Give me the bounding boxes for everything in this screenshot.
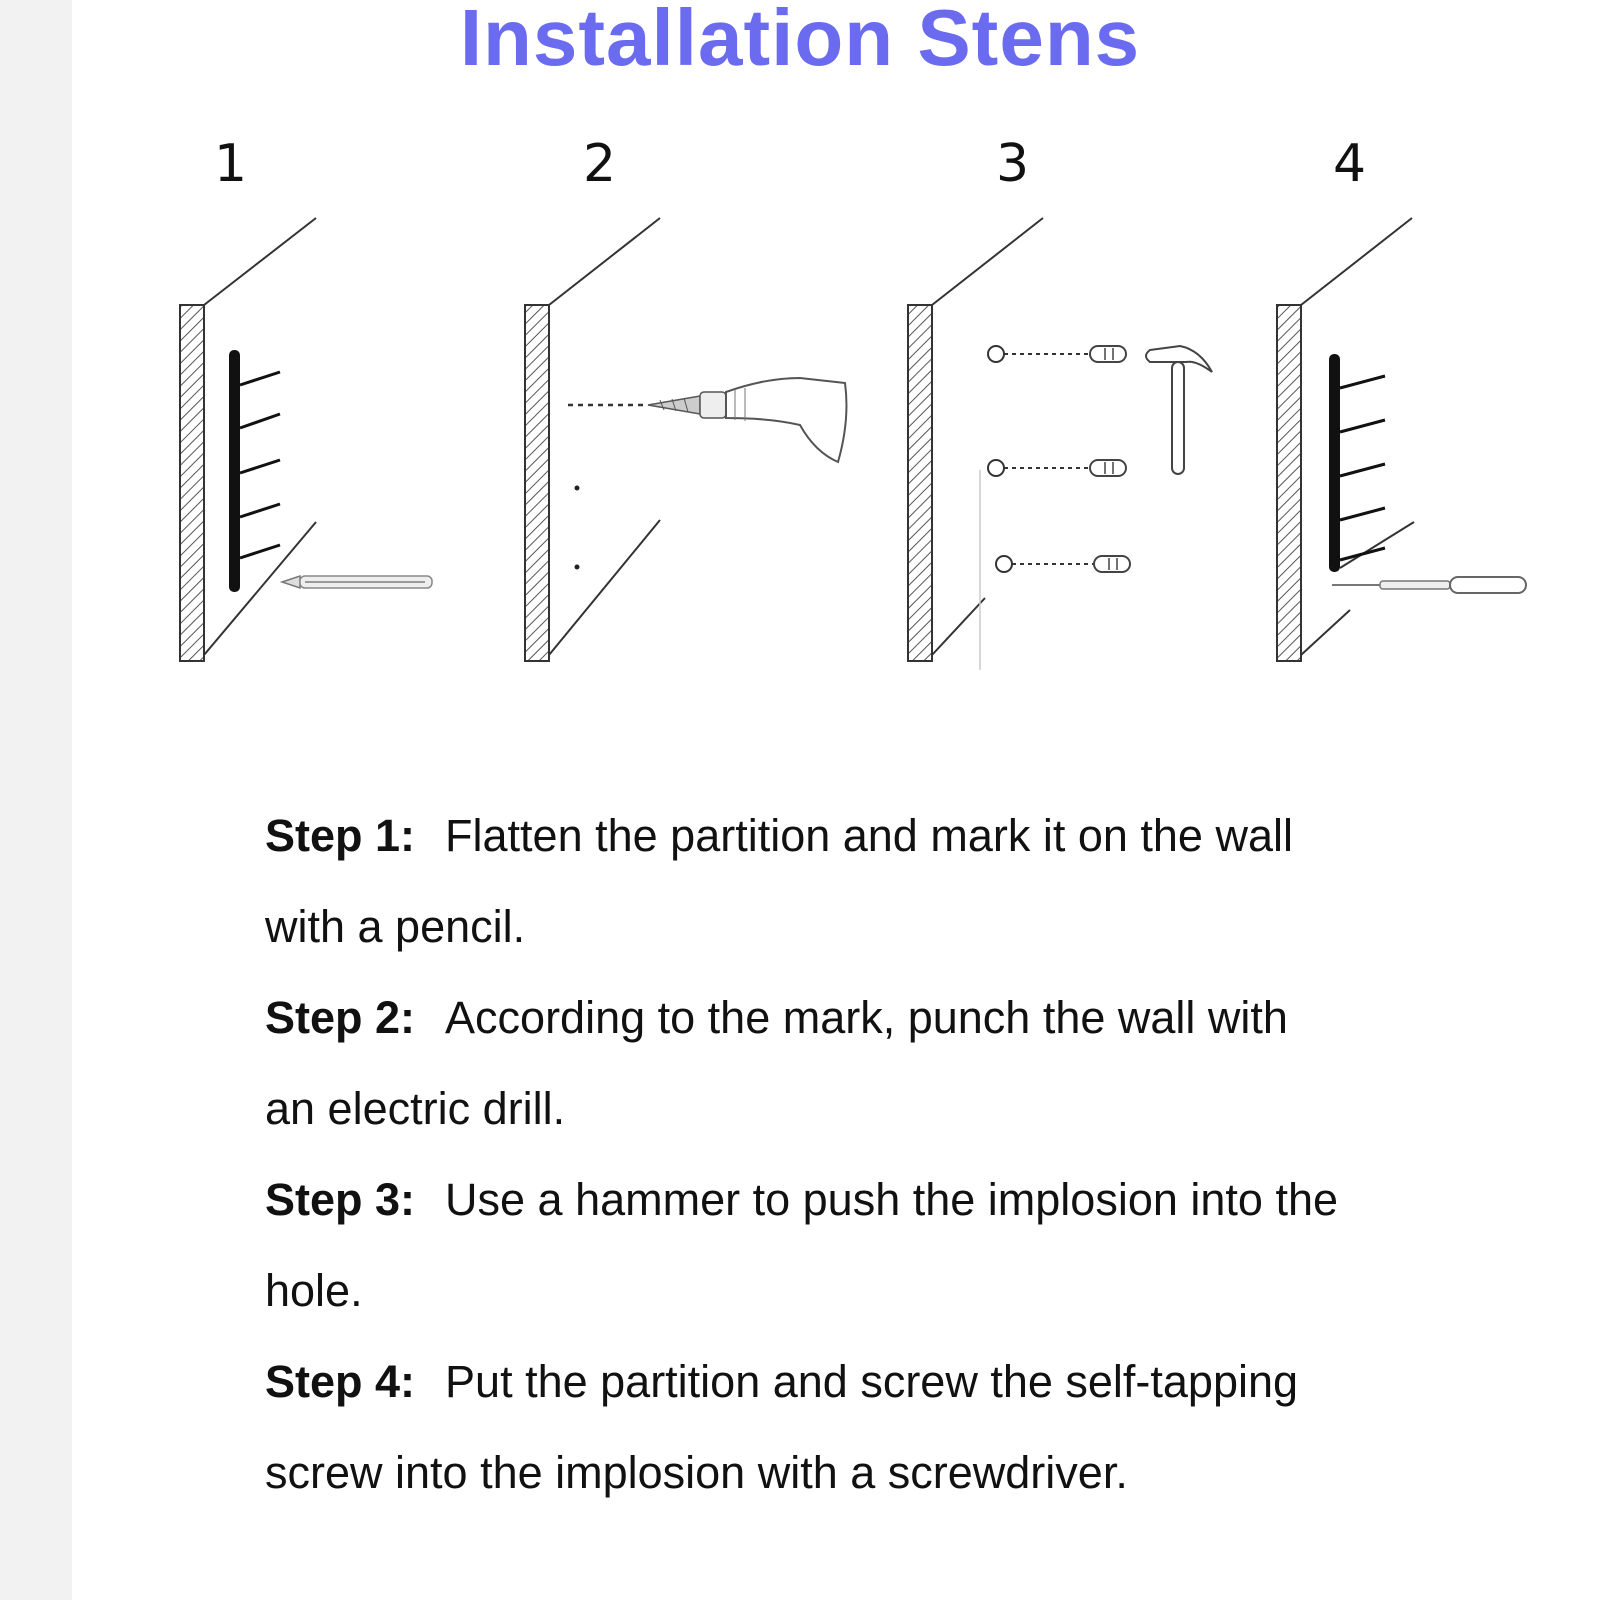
- figure-number-3: 3: [996, 134, 1030, 194]
- step-label: Step 4:: [265, 1356, 416, 1407]
- screwdriver-icon: [1332, 576, 1527, 594]
- page-title: Installation Stens: [459, 0, 1141, 82]
- figure-number-2: 2: [583, 134, 617, 194]
- step-2: Step 2: According to the mark, punch the …: [265, 972, 1515, 1063]
- step-text: Put the partition and screw the self-tap…: [445, 1356, 1299, 1407]
- pencil-icon: [279, 574, 433, 590]
- hammer-icon: [1145, 344, 1213, 475]
- electric-drill-icon: [568, 376, 848, 464]
- step-label: Step 2:: [265, 992, 416, 1043]
- step-3-continuation: hole.: [265, 1265, 363, 1316]
- step-2-continuation: an electric drill.: [265, 1083, 566, 1134]
- figure-number-4: 4: [1333, 134, 1367, 194]
- step-1: Step 1: Flatten the partition and mark it…: [265, 790, 1515, 881]
- step-1-continuation: with a pencil.: [265, 901, 526, 952]
- installation-illustrations: [179, 217, 1527, 670]
- step-4: Step 4: Put the partition and screw the s…: [265, 1336, 1515, 1427]
- wall-figure-3: [907, 217, 1044, 670]
- wall-figure-2: [524, 217, 661, 662]
- step-4-continuation: screw into the implosion with a screwdri…: [265, 1447, 1128, 1498]
- wall-plug-icon: [987, 459, 1127, 477]
- step-3: Step 3: Use a hammer to push the implosio…: [265, 1154, 1515, 1245]
- wall-plug-icon: [995, 555, 1131, 573]
- page-sheet: [72, 0, 1600, 1600]
- coat-rack-icon: [229, 350, 281, 592]
- wall-figure-1: [179, 217, 317, 662]
- coat-rack-icon: [1329, 354, 1386, 572]
- step-text: Flatten the partition and mark it on the…: [445, 810, 1293, 861]
- wall-figure-4: [1276, 217, 1415, 662]
- figure-number-1: 1: [214, 134, 248, 194]
- instructions-list: Step 1: Flatten the partition and mark it…: [265, 790, 1515, 1518]
- step-label: Step 3:: [265, 1174, 416, 1225]
- step-label: Step 1:: [265, 810, 416, 861]
- step-text: According to the mark, punch the wall wi…: [445, 992, 1288, 1043]
- step-text: Use a hammer to push the implosion into …: [445, 1174, 1338, 1225]
- wall-plug-icon: [987, 345, 1127, 363]
